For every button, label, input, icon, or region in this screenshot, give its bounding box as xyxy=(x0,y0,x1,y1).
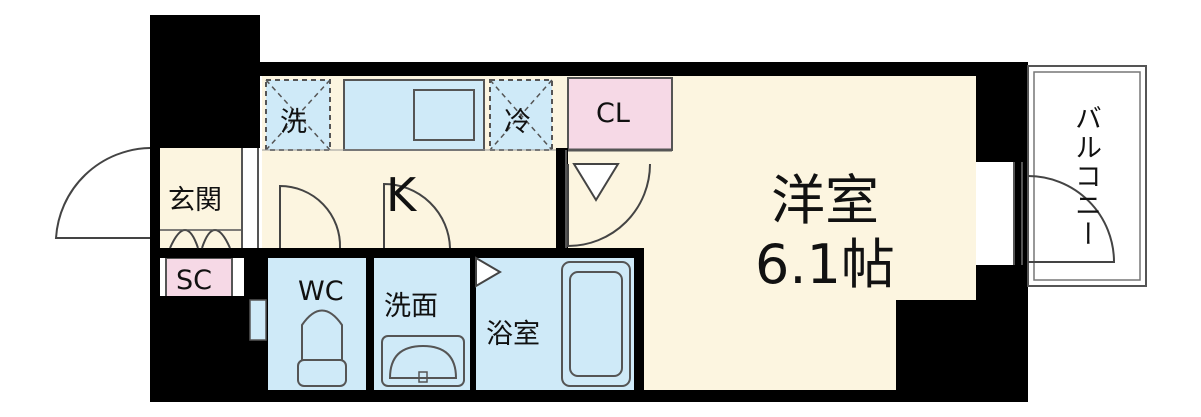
washroom-door-icon xyxy=(383,182,451,249)
washer-label: 洗 xyxy=(280,107,307,138)
balcony-door-icon xyxy=(1027,175,1116,263)
washroom-label: 洗面 xyxy=(384,291,438,322)
western-room-size: 6.1帖 xyxy=(755,233,895,296)
wc-door-icon xyxy=(279,184,342,249)
bathtub-icon xyxy=(561,261,631,387)
balcony-label: バルコニー xyxy=(1070,104,1101,249)
wash-basin-icon xyxy=(381,335,465,387)
toilet-label: WC xyxy=(298,276,344,307)
shoe-closet-area xyxy=(165,257,233,301)
walls xyxy=(150,15,1028,402)
closet-label: CL xyxy=(596,98,630,129)
kitchen-label: K xyxy=(386,168,417,222)
shoe-closet-label: SC xyxy=(176,265,212,296)
fridge-label: 冷 xyxy=(504,107,531,138)
western-room-label: 洋室 xyxy=(771,169,879,232)
balcony-area xyxy=(1027,65,1147,287)
entrance-door-icon xyxy=(54,147,151,239)
bathroom-label: 浴室 xyxy=(486,319,540,350)
sink-icon xyxy=(413,89,475,141)
closet-area xyxy=(567,77,673,151)
entrance-label: 玄関 xyxy=(168,185,222,216)
entrance-floor xyxy=(160,148,242,248)
room-door-icon xyxy=(567,163,651,248)
toilet-bowl-icon xyxy=(301,309,343,361)
toilet-tank-icon xyxy=(297,359,347,387)
bathroom-door-icon xyxy=(475,256,502,288)
